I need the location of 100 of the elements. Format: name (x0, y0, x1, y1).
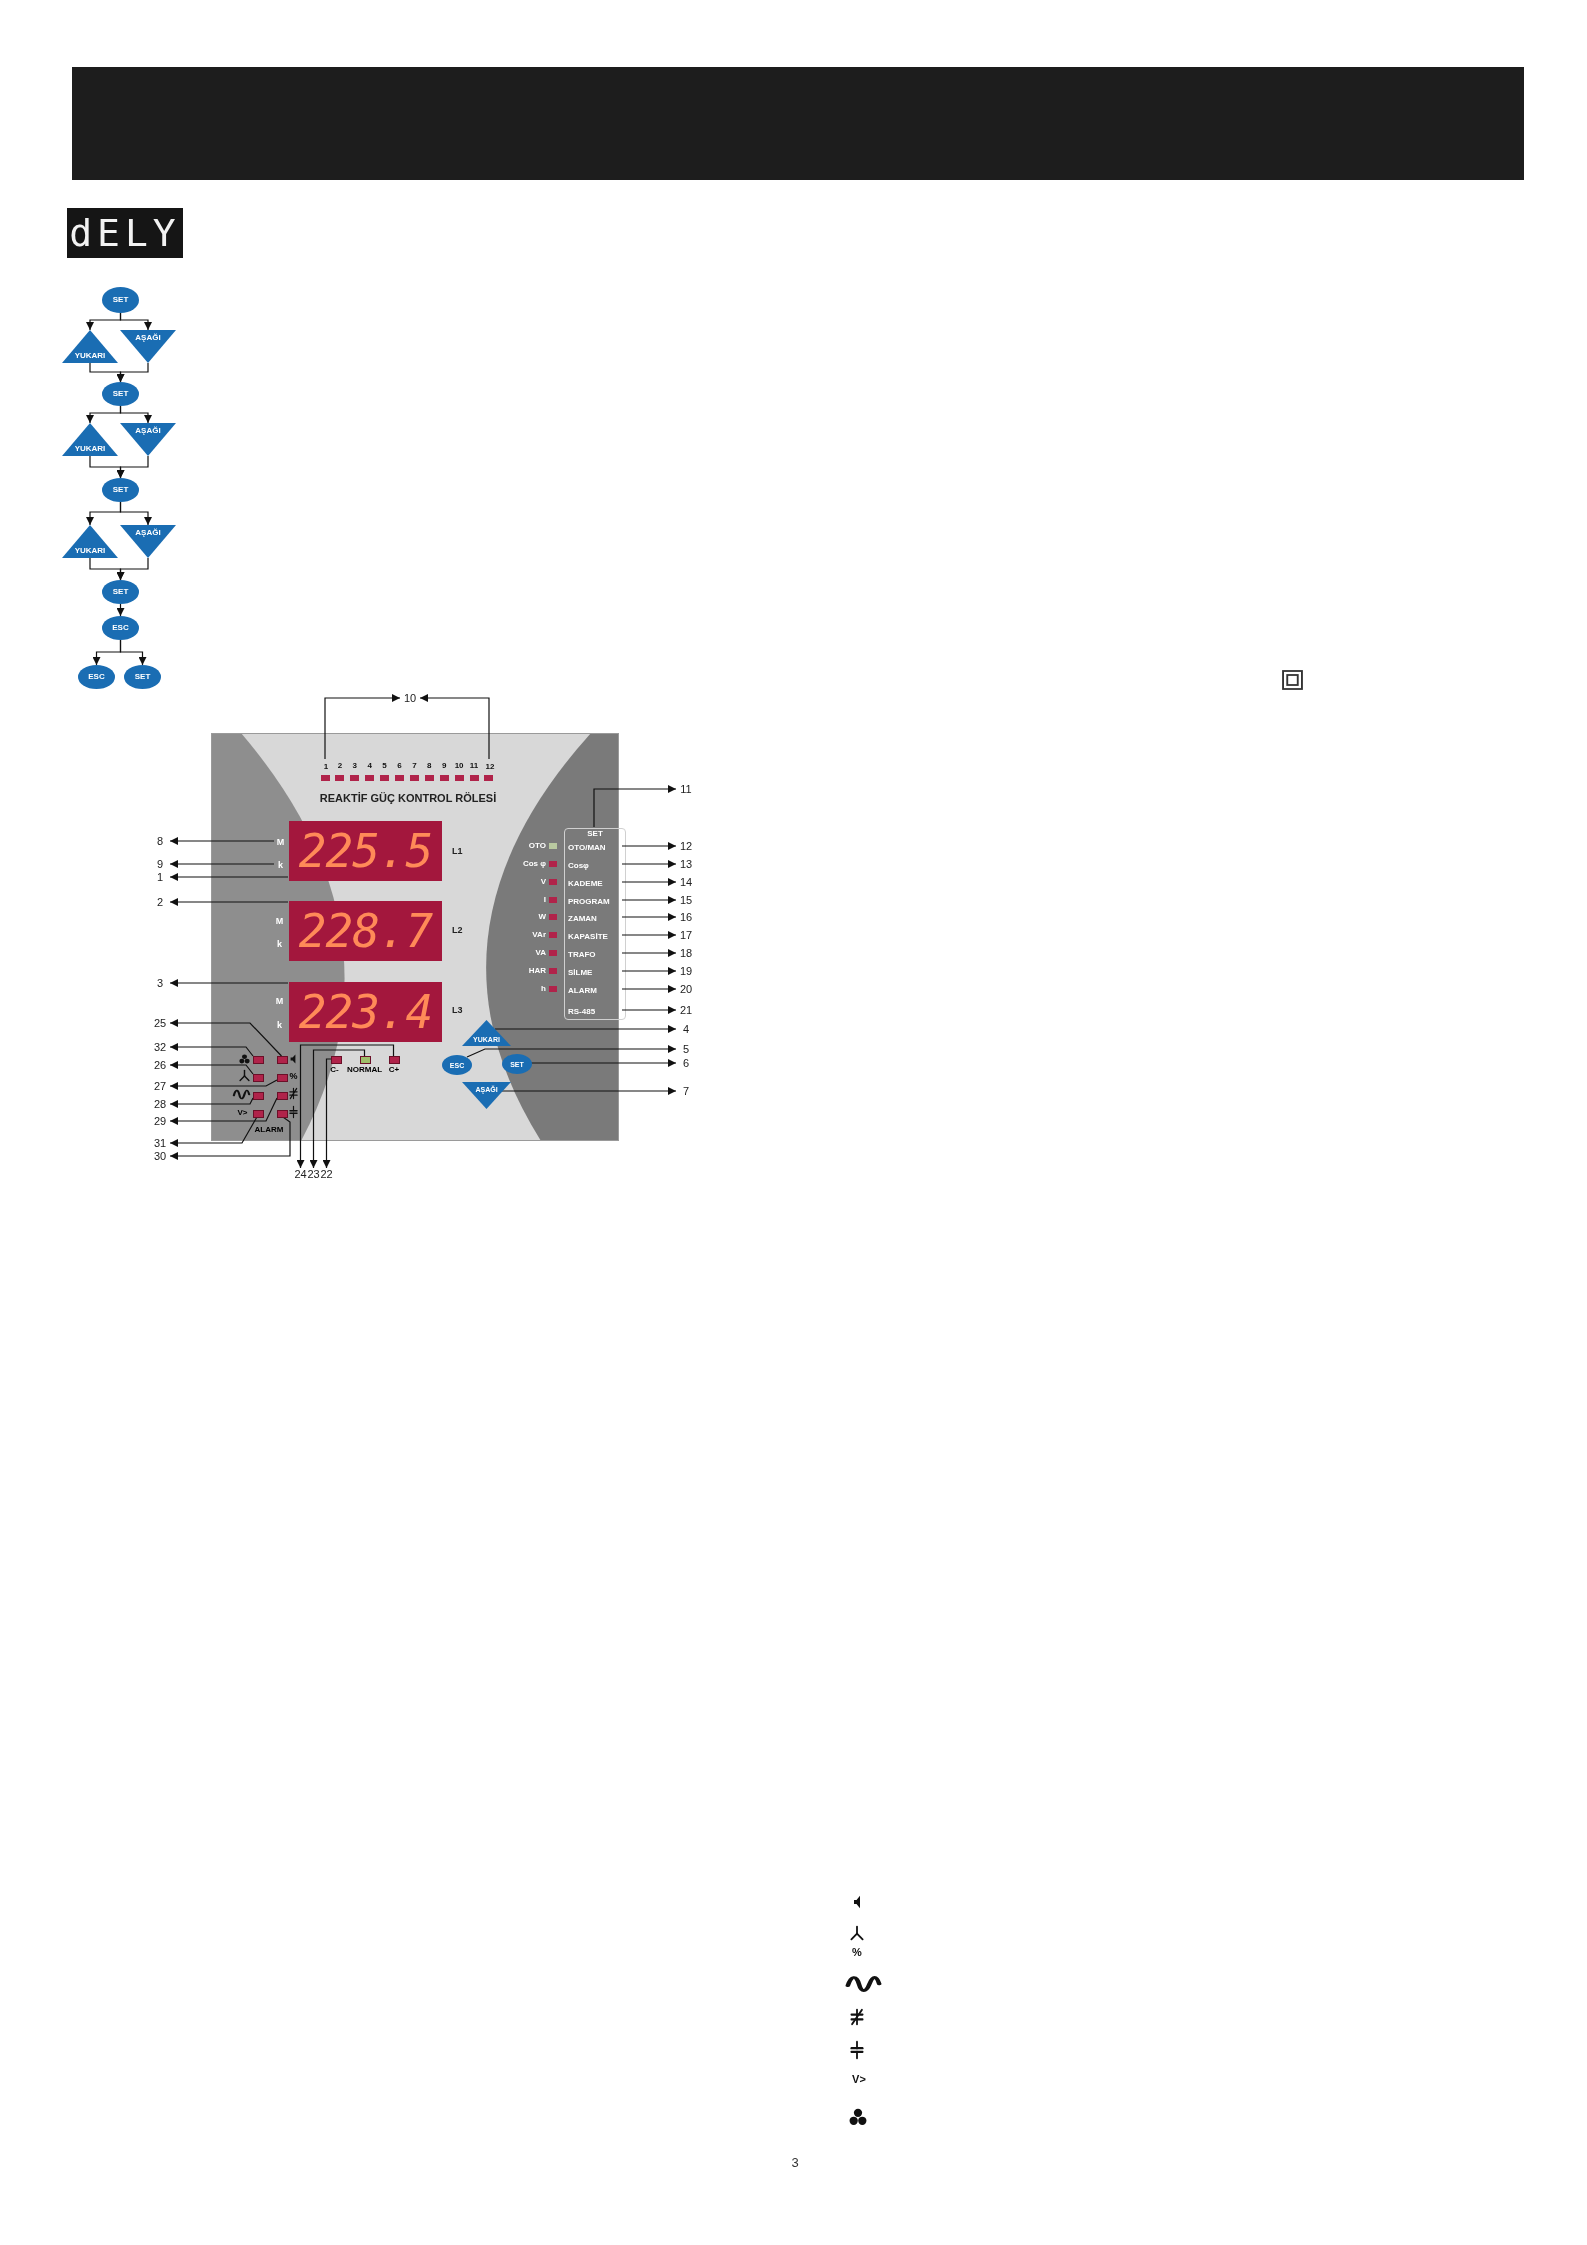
callout-number: 29 (150, 1115, 170, 1127)
indicator-label: OTO (527, 840, 546, 852)
callout-number: 31 (150, 1137, 170, 1149)
unit-prefix: k (276, 1019, 283, 1032)
callout-number: 32 (150, 1041, 170, 1053)
frame-heading: SET (586, 830, 604, 838)
leader-line (169, 1061, 254, 1075)
led-display: 228.7 (289, 901, 442, 961)
callout-number: 13 (676, 858, 696, 870)
menu-item-label: ZAMAN (568, 913, 624, 925)
channel-number: 7 (411, 759, 418, 772)
led-indicator (332, 1057, 341, 1063)
oval-node: ESC (102, 616, 139, 640)
channel-number: 1 (320, 760, 332, 773)
callout-number: 18 (676, 947, 696, 959)
triangle-node: YUKARI (62, 525, 118, 558)
leader-line (419, 694, 490, 760)
callout-number: 14 (676, 876, 696, 888)
panel-title: REAKTİF GÜÇ KONTROL RÖLESİ (318, 793, 498, 804)
leader-line (621, 985, 677, 993)
channel-number: 12 (482, 760, 498, 773)
indicator-label: % (288, 1071, 299, 1082)
menu-item-label: TRAFO (568, 949, 624, 961)
leader-line (169, 1115, 259, 1147)
phase-label: L2 (452, 923, 464, 937)
oval-node: SET (102, 478, 139, 502)
led-indicator (254, 1111, 263, 1117)
led-indicator (278, 1093, 287, 1099)
indicator-label: W (537, 911, 546, 923)
leader-line (621, 949, 677, 957)
callout-number: 15 (676, 894, 696, 906)
callout-number: 19 (676, 965, 696, 977)
callout-number: 30 (150, 1150, 170, 1162)
indicator-label: VAr (531, 929, 546, 941)
channel-number: 3 (351, 759, 358, 772)
inverted-triangle-node: AŞAĞI (120, 423, 176, 456)
callout-number: 2 (150, 896, 170, 908)
menu-item-label: RS-485 (568, 1006, 624, 1018)
indicator-label: HAR (527, 965, 546, 977)
leader-line (621, 1006, 677, 1014)
channel-number: 2 (336, 759, 344, 772)
symbol-label: V> (851, 2072, 867, 2087)
callout-number: 8 (150, 835, 170, 847)
leader-line (169, 860, 275, 868)
channel-number: 6 (396, 759, 403, 772)
phase-label: L3 (452, 1003, 464, 1017)
indicator-label: C+ (387, 1064, 401, 1075)
callout-number: 25 (150, 1017, 170, 1029)
arrow (119, 501, 152, 526)
triangle-node: YUKARI (62, 330, 118, 363)
indicator-label: V (539, 876, 546, 888)
callout-number: 17 (676, 929, 696, 941)
arrow (119, 639, 147, 666)
led-indicator (254, 1093, 263, 1099)
leader-line (169, 1079, 278, 1090)
callout-number: 12 (676, 840, 696, 852)
leader-line (169, 1097, 254, 1108)
callout-number: 9 (150, 858, 170, 870)
channel-number: 5 (381, 759, 388, 772)
callout-number: 20 (676, 983, 696, 995)
leader-line (593, 785, 677, 828)
callout-number: 4 (676, 1023, 696, 1035)
unit-prefix: M (274, 915, 285, 928)
unit-prefix: M (275, 836, 286, 849)
leader-line (621, 896, 677, 904)
menu-item-label: ALARM (568, 985, 624, 997)
arrow (116, 362, 149, 383)
menu-frame (564, 828, 626, 1020)
menu-item-label: SİLME (568, 967, 624, 979)
led-indicator (254, 1057, 263, 1063)
triangle-node: YUKARI (62, 423, 118, 456)
menu-item-label: OTO/MAN (568, 842, 624, 854)
leader-line (169, 1115, 291, 1160)
leader-line (621, 967, 677, 975)
inverted-triangle-node: AŞAĞI (120, 330, 176, 363)
leader-line (169, 1043, 254, 1057)
leader-line (530, 1059, 677, 1067)
leader-line (494, 1025, 677, 1033)
led-indicator (278, 1111, 287, 1117)
callout-number: 1 (150, 871, 170, 883)
oval-node: SET (102, 382, 139, 406)
leader-line (169, 898, 289, 906)
led-indicator (390, 1057, 399, 1063)
leader-line (621, 860, 677, 868)
arrow (116, 557, 149, 581)
indicator-label: I (542, 894, 546, 906)
callout-number: 10 (400, 692, 420, 704)
leader-line (296, 1044, 395, 1169)
callout-number: 28 (150, 1098, 170, 1110)
leader-line (322, 1058, 332, 1169)
menu-item-label: Cosφ (568, 860, 624, 872)
oval-node: SET (102, 287, 139, 313)
led-indicator (254, 1075, 263, 1081)
channel-number: 10 (453, 759, 465, 772)
callout-number: 22 (320, 1168, 333, 1180)
indicator-label: V> (236, 1107, 249, 1119)
menu-item-label: PROGRAM (568, 896, 624, 908)
arrow (116, 455, 149, 479)
leader-line (621, 878, 677, 886)
phase-label: L1 (452, 844, 464, 858)
